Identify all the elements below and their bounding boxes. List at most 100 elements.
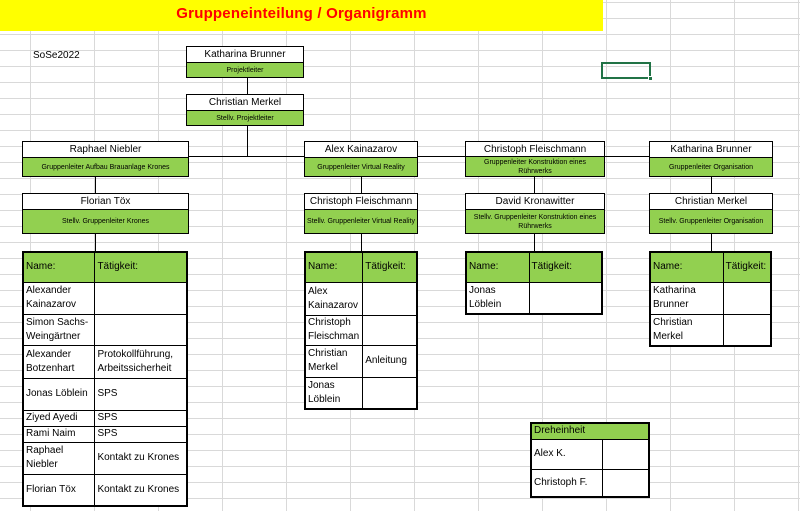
member-name-cell[interactable]: Alex Kainazarov bbox=[304, 281, 364, 316]
table-row: Simon Sachs-Weingärtner bbox=[22, 313, 188, 346]
member-task-cell[interactable] bbox=[722, 281, 772, 315]
table-row: Christian Merkel bbox=[649, 313, 772, 347]
member-name-cell[interactable]: Jonas Löblein bbox=[22, 377, 96, 411]
member-name-cell[interactable]: Christian Merkel bbox=[304, 344, 364, 378]
project-leader-box[interactable]: Katharina Brunner Projektleiter bbox=[186, 46, 304, 78]
member-task-cell[interactable]: Kontakt zu Krones bbox=[94, 441, 188, 475]
role-label: Stellv. Gruppenleiter Krones bbox=[23, 210, 188, 233]
role-label: Gruppenleiter Organisation bbox=[650, 158, 772, 176]
group-deputy-box[interactable]: Christian Merkel Stellv. Gruppenleiter O… bbox=[649, 193, 773, 234]
member-task-cell[interactable]: SPS bbox=[94, 377, 188, 411]
member-task-cell[interactable]: SPS bbox=[94, 409, 188, 427]
person-name: Raphael Niebler bbox=[23, 142, 188, 158]
group-leader-box[interactable]: Alex Kainazarov Gruppenleiter Virtual Re… bbox=[304, 141, 418, 177]
member-task-cell[interactable] bbox=[94, 281, 188, 315]
person-name: Christian Merkel bbox=[187, 95, 303, 111]
title-bar bbox=[0, 0, 603, 31]
connector-line bbox=[534, 176, 535, 194]
dreheinheit-header[interactable]: Dreheinheit bbox=[530, 422, 650, 440]
member-name-cell[interactable]: Rami Naim bbox=[22, 425, 96, 443]
member-name-cell[interactable]: Simon Sachs-Weingärtner bbox=[22, 313, 96, 346]
member-name-cell[interactable]: Katharina Brunner bbox=[649, 281, 724, 315]
member-name-cell[interactable]: Jonas Löblein bbox=[465, 281, 530, 315]
member-table: Name:Tätigkeit:Jonas Löblein bbox=[465, 251, 603, 315]
dreheinheit-name-cell[interactable]: Alex K. bbox=[530, 438, 603, 470]
member-task-cell[interactable]: SPS bbox=[94, 425, 188, 443]
connector-line bbox=[95, 176, 96, 194]
person-name: Alex Kainazarov bbox=[305, 142, 417, 158]
name-column-header[interactable]: Name: bbox=[649, 251, 724, 283]
group-leader-box[interactable]: Christoph Fleischmann Gruppenleiter Kons… bbox=[465, 141, 605, 177]
role-label: Projektleiter bbox=[187, 63, 303, 77]
connector-line bbox=[711, 176, 712, 194]
role-label: Stellv. Gruppenleiter Konstruktion eines… bbox=[466, 210, 604, 233]
connector-line bbox=[534, 233, 535, 251]
group-deputy-box[interactable]: David Kronawitter Stellv. Gruppenleiter … bbox=[465, 193, 605, 234]
member-task-cell[interactable] bbox=[528, 281, 603, 315]
role-label: Gruppenleiter Aufbau Brauanlage Krones bbox=[23, 158, 188, 176]
semester-label[interactable]: SoSe2022 bbox=[33, 50, 80, 61]
member-task-cell[interactable]: Protokollführung, Arbeitssicherheit bbox=[94, 344, 188, 379]
connector-line bbox=[247, 78, 248, 95]
member-name-cell[interactable]: Christian Merkel bbox=[649, 313, 724, 347]
member-name-cell[interactable]: Jonas Löblein bbox=[304, 376, 364, 410]
task-column-header[interactable]: Tätigkeit: bbox=[362, 251, 418, 283]
task-column-header[interactable]: Tätigkeit: bbox=[94, 251, 188, 283]
name-column-header[interactable]: Name: bbox=[22, 251, 96, 283]
group-deputy-box[interactable]: Florian Töx Stellv. Gruppenleiter Krones bbox=[22, 193, 189, 234]
name-column-header[interactable]: Name: bbox=[465, 251, 530, 283]
table-row: Alex Kainazarov bbox=[304, 281, 418, 316]
member-task-cell[interactable]: Anleitung bbox=[362, 344, 418, 378]
table-row: Christoph Fleischman bbox=[304, 314, 418, 346]
name-column-header[interactable]: Name: bbox=[304, 251, 364, 283]
connector-line bbox=[361, 176, 362, 194]
member-name-cell[interactable]: Alexander Botzenhart bbox=[22, 344, 96, 379]
group-deputy-box[interactable]: Christoph Fleischmann Stellv. Gruppenlei… bbox=[304, 193, 418, 234]
fill-handle[interactable] bbox=[648, 76, 653, 81]
task-column-header[interactable]: Tätigkeit: bbox=[722, 251, 772, 283]
dreheinheit-name-cell[interactable]: Christoph F. bbox=[530, 468, 603, 498]
deputy-project-leader-box[interactable]: Christian Merkel Stellv. Projektleiter bbox=[186, 94, 304, 126]
member-task-cell[interactable] bbox=[362, 376, 418, 410]
member-task-cell[interactable] bbox=[362, 314, 418, 346]
member-task-cell[interactable] bbox=[94, 313, 188, 346]
member-task-cell[interactable] bbox=[362, 281, 418, 316]
role-label: Gruppenleiter Virtual Reality bbox=[305, 158, 417, 176]
task-column-header[interactable]: Tätigkeit: bbox=[528, 251, 603, 283]
person-name: Christoph Fleischmann bbox=[305, 194, 417, 210]
person-name: David Kronawitter bbox=[466, 194, 604, 210]
role-label: Stellv. Projektleiter bbox=[187, 111, 303, 125]
member-name-cell[interactable]: Alexander Kainazarov bbox=[22, 281, 96, 315]
person-name: Katharina Brunner bbox=[650, 142, 772, 158]
connector-line bbox=[604, 156, 649, 157]
group-leader-box[interactable]: Katharina Brunner Gruppenleiter Organisa… bbox=[649, 141, 773, 177]
selected-cell[interactable] bbox=[601, 62, 651, 79]
dreheinheit-value-cell[interactable] bbox=[601, 468, 650, 498]
page-title: Gruppeneinteilung / Organigramm bbox=[176, 5, 427, 22]
group-leader-box[interactable]: Raphael Niebler Gruppenleiter Aufbau Bra… bbox=[22, 141, 189, 177]
table-row: Katharina Brunner bbox=[649, 281, 772, 315]
person-name: Christian Merkel bbox=[650, 194, 772, 210]
person-name: Christoph Fleischmann bbox=[466, 142, 604, 157]
table-row: Jonas Löblein bbox=[304, 376, 418, 410]
member-task-cell[interactable]: Kontakt zu Krones bbox=[94, 473, 188, 507]
member-name-cell[interactable]: Florian Töx bbox=[22, 473, 96, 507]
member-name-cell[interactable]: Raphael Niebler bbox=[22, 441, 96, 475]
member-task-cell[interactable] bbox=[722, 313, 772, 347]
dreheinheit-value-cell[interactable] bbox=[601, 438, 650, 470]
connector-line bbox=[711, 233, 712, 251]
member-name-cell[interactable]: Ziyed Ayedi bbox=[22, 409, 96, 427]
role-label: Stellv. Gruppenleiter Organisation bbox=[650, 210, 772, 233]
connector-line bbox=[417, 156, 465, 157]
member-name-cell[interactable]: Christoph Fleischman bbox=[304, 314, 364, 346]
